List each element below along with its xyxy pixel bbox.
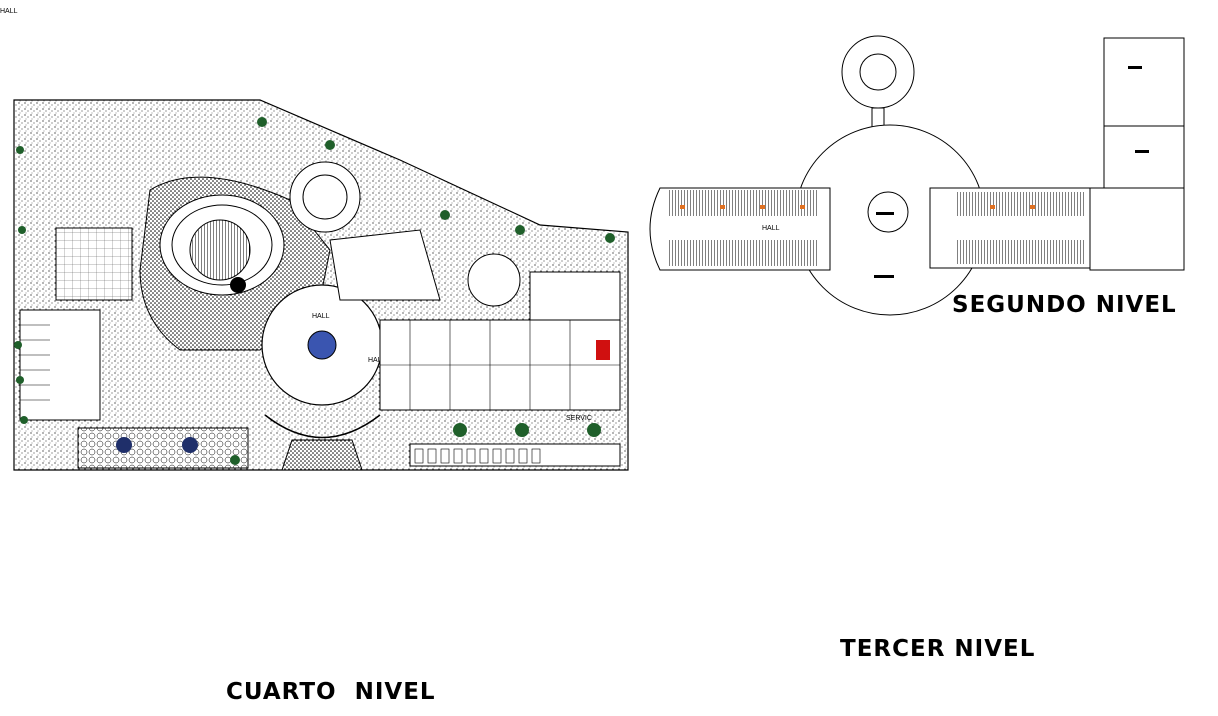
- round-tower-plan: [289, 161, 361, 233]
- service-road: [409, 443, 621, 467]
- segundo-hall-label: HALL: [762, 225, 780, 232]
- service-label: SERVIC: [566, 415, 592, 422]
- entrance-steps: [281, 439, 363, 471]
- site-plan: HALL HALL SERVIC: [13, 99, 629, 471]
- segundo-annex-tall: [1103, 37, 1185, 189]
- tercer-hall-label: HALL: [0, 8, 18, 15]
- parking-lot: [19, 309, 101, 421]
- site-hall-label-2: HALL: [368, 357, 386, 364]
- service-parking-stalls: [414, 448, 541, 464]
- entrance-canopy: [264, 414, 381, 439]
- pool-deck: [77, 427, 249, 469]
- cuarto-nivel-title: CUARTO NIVEL: [226, 679, 436, 705]
- site-hall-label-1: HALL: [312, 313, 330, 320]
- amphitheatre: [159, 194, 285, 296]
- planted-fan: [329, 229, 441, 301]
- kitchen-block: [529, 271, 621, 321]
- segundo-tower-top: [841, 35, 915, 109]
- segundo-nivel-title: SEGUNDO NIVEL: [952, 292, 1177, 318]
- parking-stalls: [20, 324, 50, 401]
- segundo-east-rooms: [955, 192, 1085, 264]
- tercer-nivel-plan: HALL: [0, 0, 18, 17]
- tercer-bridge: HALL: [0, 0, 18, 17]
- hall-fountain: [307, 330, 337, 360]
- tercer-tower-top: HALL: [0, 0, 18, 17]
- tercer-nivel-title: TERCER NIVEL: [840, 636, 1036, 662]
- tercer-rotunda: HALL: [0, 0, 18, 17]
- segundo-annex-low: [1089, 187, 1185, 271]
- segundo-nivel-plan: HALL: [649, 35, 1185, 316]
- segundo-furniture: [680, 205, 1035, 209]
- segundo-west-rooms: [668, 190, 818, 266]
- tree-symbols: [14, 117, 615, 465]
- round-kiosk: [467, 253, 521, 307]
- tercer-west-wing: HALL: [0, 0, 18, 17]
- services-partitions: [380, 320, 620, 410]
- grid-block: [55, 227, 133, 301]
